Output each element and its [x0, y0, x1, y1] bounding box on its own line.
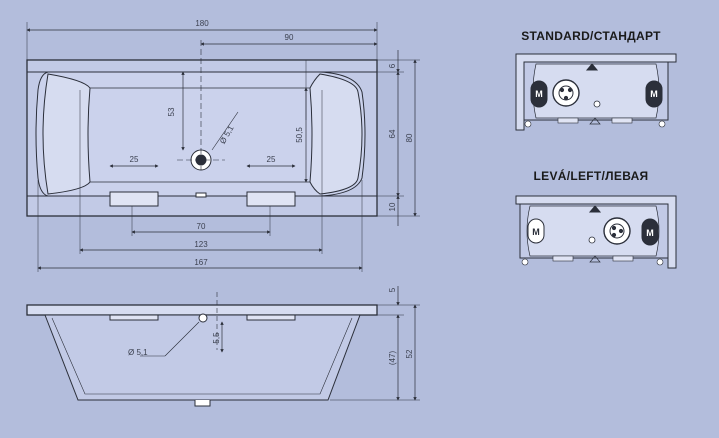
standard-config-diagram — [515, 53, 677, 131]
dim-64: 64 — [388, 129, 397, 138]
left-drain — [588, 236, 596, 244]
left-handle-left — [552, 255, 574, 262]
headrest-right — [309, 73, 363, 195]
overflow-slot — [195, 192, 207, 198]
side-view — [26, 286, 420, 407]
left-motor-left-body — [527, 218, 545, 244]
side-view-dimension-labels: 5 5,5 Ø 5,1 (47) 52 — [128, 287, 414, 365]
dim-25-left: 25 — [130, 155, 139, 164]
dim-123: 123 — [194, 240, 208, 249]
dim-70: 70 — [197, 222, 206, 231]
dim-180: 180 — [195, 19, 209, 28]
side-dim-52: 52 — [405, 349, 414, 358]
top-view — [26, 22, 420, 272]
standard-heading: STANDARD/СТАНДАРТ — [521, 29, 661, 43]
left-tap-marker — [588, 205, 602, 213]
dim-6: 6 — [388, 63, 397, 68]
side-dim-5: 5 — [388, 287, 397, 292]
standard-motor-right-label: M — [650, 89, 658, 99]
side-dim-drain-diameter: Ø 5,1 — [128, 348, 148, 357]
side-drain-pipe — [194, 400, 211, 407]
left-handle-right — [612, 255, 634, 262]
standard-drain — [593, 100, 601, 108]
standard-handle-right — [611, 117, 633, 124]
side-dim-47: (47) — [388, 351, 397, 366]
dim-167: 167 — [194, 258, 208, 267]
standard-tap-marker — [585, 63, 599, 71]
side-handle-left — [109, 314, 159, 321]
handle-right — [246, 191, 296, 207]
side-overflow-circle — [198, 313, 208, 323]
dim-53: 53 — [167, 107, 176, 116]
dim-25-right: 25 — [267, 155, 276, 164]
left-motor-left-label: M — [532, 227, 540, 237]
side-tub-body — [44, 314, 361, 401]
standard-motor-left-body — [530, 80, 548, 108]
handle-left — [109, 191, 159, 207]
dim-50-5: 50,5 — [295, 127, 304, 143]
standard-pump-outer — [552, 79, 580, 107]
dim-80: 80 — [405, 133, 414, 142]
standard-motor-right-body — [645, 80, 663, 108]
dim-10: 10 — [388, 202, 397, 211]
standard-handle-left — [557, 117, 579, 124]
side-handle-right — [246, 314, 296, 321]
left-wall — [515, 195, 677, 269]
left-motor-right-label: M — [646, 228, 654, 238]
standard-motor-left-label: M — [535, 89, 543, 99]
left-heading: LEVÁ/LEFT/ЛЕВАЯ — [534, 168, 649, 183]
side-rim — [26, 304, 378, 316]
side-dim-5-5: 5,5 — [212, 332, 221, 344]
left-pump-outer — [603, 217, 631, 245]
dim-90: 90 — [285, 33, 294, 42]
left-motor-right-body — [641, 218, 659, 246]
left-config-diagram — [515, 195, 677, 269]
headrest-left — [42, 73, 91, 195]
